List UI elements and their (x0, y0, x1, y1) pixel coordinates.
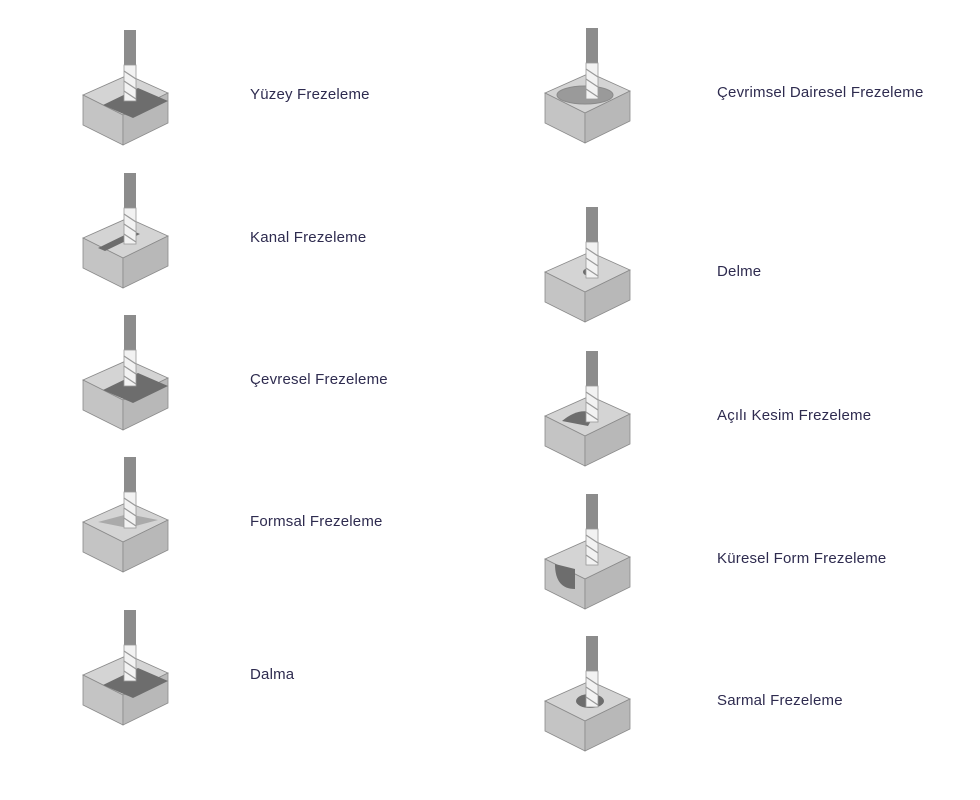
item-label: Küresel Form Frezeleme (717, 550, 887, 567)
item-label: Sarmal Frezeleme (717, 692, 843, 709)
item-label: Formsal Frezeleme (250, 513, 383, 530)
ramping-icon (540, 346, 650, 476)
item-label: Dalma (250, 666, 295, 683)
item-label: Çevrimsel Dairesel Frezeleme (717, 84, 924, 101)
item-label: Kanal Frezeleme (250, 229, 367, 246)
peripheral-milling-icon (78, 310, 188, 440)
trochoidal-milling-icon (540, 23, 650, 153)
item-label: Açılı Kesim Frezeleme (717, 407, 872, 424)
slot-milling-icon (78, 168, 188, 298)
plunge-milling-icon (78, 605, 188, 735)
ball-form-milling-icon (540, 489, 650, 619)
helical-milling-icon (540, 631, 650, 761)
item-label: Çevresel Frezeleme (250, 371, 388, 388)
item-label: Delme (717, 263, 762, 280)
item-label: Yüzey Frezeleme (250, 86, 370, 103)
drilling-icon (540, 202, 650, 332)
profile-milling-icon (78, 452, 188, 582)
face-milling-icon (78, 25, 188, 155)
